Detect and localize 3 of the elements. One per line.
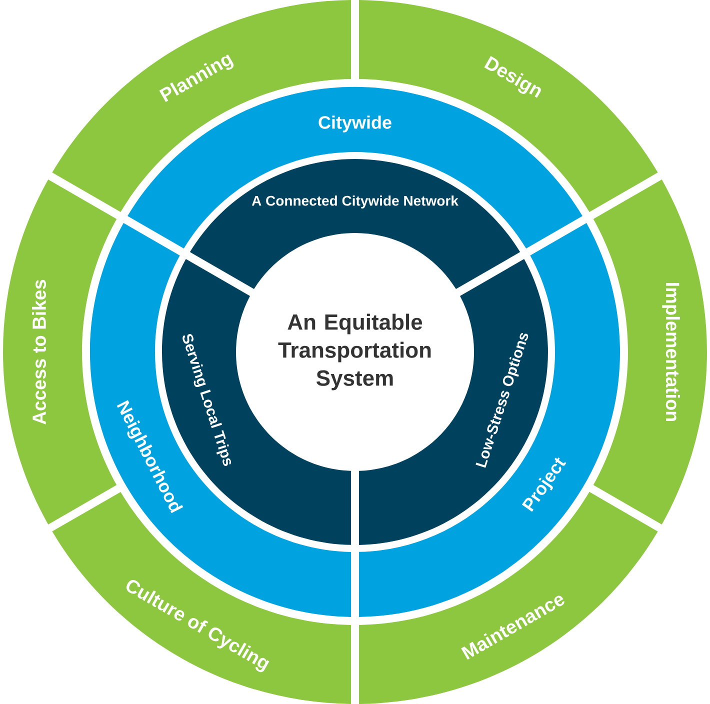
outer-ring-segment: Access to Bikes: [3, 179, 117, 525]
outer-ring-segment: Implementation: [593, 179, 707, 524]
inner-ring-segment: A Connected Citywide Network: [190, 159, 520, 290]
